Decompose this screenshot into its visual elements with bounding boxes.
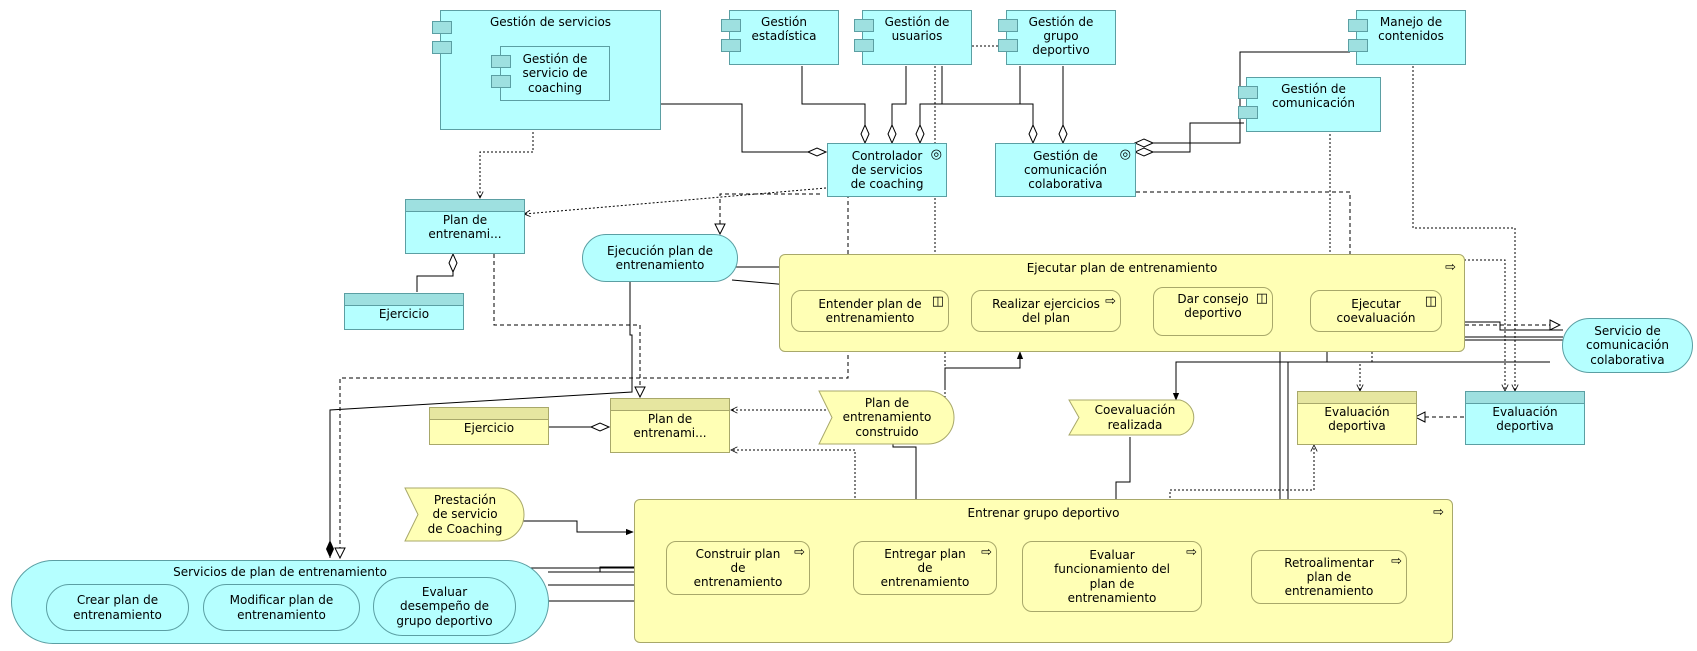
service-modificar-plan[interactable]: Modificar plan de entrenamiento (203, 584, 360, 631)
business-object-ejercicio[interactable]: Ejercicio (429, 407, 549, 445)
element-label: Entrenar grupo deportivo (967, 506, 1120, 520)
component-icon (1238, 106, 1258, 119)
object-header (430, 408, 548, 420)
element-label: Construir plan de entrenamiento (693, 546, 783, 590)
interaction-icon: ◫ (931, 294, 944, 309)
component-gestion-estadistica[interactable]: Gestión estadística (721, 10, 839, 65)
element-label: Ejercicio (378, 307, 430, 321)
interaction-icon: ◫ (1424, 294, 1437, 309)
element-label: Servicio de comunicación colaborativa (1585, 324, 1669, 367)
interface-icon: ◎ (1119, 147, 1131, 162)
element-label: Gestión de comunicación (1271, 82, 1355, 111)
element-label: Controlador de servicios de coaching (850, 148, 924, 192)
process-entregar-plan[interactable]: ⇨ Entregar plan de entrenamiento (853, 541, 997, 595)
component-gestion-comunicacion[interactable]: Gestión de comunicación (1238, 77, 1381, 132)
component-manejo-contenidos[interactable]: Manejo de contenidos (1348, 10, 1466, 65)
component-icon (998, 39, 1018, 52)
element-label: Gestión de grupo deportivo (1028, 15, 1094, 58)
process-arrow-icon: ⇨ (1105, 294, 1116, 309)
element-label: Gestión de servicios (489, 15, 612, 29)
element-label: Servicios de plan de entrenamiento (173, 565, 387, 579)
process-arrow-icon: ⇨ (1186, 545, 1197, 560)
process-arrow-icon: ⇨ (1391, 554, 1402, 569)
component-gestion-grupo-deportivo[interactable]: Gestión de grupo deportivo (998, 10, 1116, 65)
component-icon (491, 55, 511, 68)
business-object-plan-entrenamiento[interactable]: Plan de entrenami... (610, 398, 730, 453)
interface-gestion-comunicacion-colaborativa[interactable]: ◎ Gestión de comunicación colaborativa (995, 143, 1136, 197)
element-label: Ejecutar coevaluación (1336, 296, 1416, 325)
process-ejecutar-coevaluacion[interactable]: ◫ Ejecutar coevaluación (1310, 290, 1442, 332)
data-object-evaluacion-deportiva-app[interactable]: Evaluación deportiva (1465, 391, 1585, 445)
component-icon (432, 21, 452, 34)
process-arrow-icon: ⇨ (1445, 260, 1456, 275)
element-label: Evaluación deportiva (1324, 405, 1390, 434)
event-coevaluacion-realizada[interactable]: Coevaluación realizada (1076, 399, 1194, 436)
element-label: Evaluar desempeño de grupo deportivo (396, 585, 493, 628)
component-icon (1238, 86, 1258, 99)
component-icon (854, 39, 874, 52)
event-shape (818, 390, 955, 445)
element-label: Manejo de contenidos (1378, 15, 1444, 44)
element-label: Realizar ejercicios del plan (992, 296, 1100, 325)
service-crear-plan[interactable]: Crear plan de entrenamiento (46, 584, 189, 631)
component-icon (854, 19, 874, 32)
event-shape (404, 487, 525, 542)
service-comunicacion-colaborativa[interactable]: Servicio de comunicación colaborativa (1562, 318, 1693, 373)
element-label: Gestión de usuarios (884, 15, 950, 44)
process-construir-plan[interactable]: ⇨ Construir plan de entrenamiento (666, 541, 810, 595)
element-label: Prestación de servicio de Coaching (427, 493, 503, 536)
element-label: Crear plan de entrenamiento (73, 593, 162, 622)
element-label: Gestión estadística (751, 15, 817, 44)
process-arrow-icon: ⇨ (981, 545, 992, 560)
element-label: Retroalimentar plan de entrenamiento (1284, 555, 1374, 599)
service-evaluar-desempeno[interactable]: Evaluar desempeño de grupo deportivo (373, 577, 516, 636)
object-header (406, 200, 524, 212)
object-header (1298, 392, 1416, 404)
process-entender-plan[interactable]: ◫ Entender plan de entrenamiento (791, 290, 949, 332)
element-label: Entender plan de entrenamiento (818, 296, 922, 325)
element-label: Evaluación deportiva (1492, 405, 1558, 434)
element-label: Entregar plan de entrenamiento (880, 546, 970, 590)
interface-icon: ◎ (930, 147, 942, 162)
element-label: Ejecutar plan de entrenamiento (1026, 261, 1218, 275)
business-object-evaluacion-deportiva[interactable]: Evaluación deportiva (1297, 391, 1417, 445)
object-header (345, 294, 463, 306)
process-evaluar-funcionamiento[interactable]: ⇨ Evaluar funcionamiento del plan de ent… (1022, 541, 1202, 612)
object-header (1466, 392, 1584, 404)
data-object-plan-entrenamiento[interactable]: Plan de entrenami... (405, 199, 525, 254)
element-label: Gestión de servicio de coaching (522, 52, 588, 95)
event-prestacion-servicio-coaching[interactable]: Prestación de servicio de Coaching (414, 487, 516, 542)
element-label: Plan de entrenamiento construido (842, 396, 932, 439)
component-icon (491, 75, 511, 88)
process-dar-consejo[interactable]: ◫ Dar consejo deportivo (1153, 287, 1273, 336)
component-gestion-usuarios[interactable]: Gestión de usuarios (854, 10, 972, 65)
event-plan-entrenamiento-construido[interactable]: Plan de entrenamiento construido (828, 390, 946, 445)
element-label: Gestión de comunicación colaborativa (1023, 148, 1107, 192)
element-label: Ejercicio (463, 421, 515, 435)
component-icon (432, 41, 452, 54)
process-retroalimentar[interactable]: ⇨ Retroalimentar plan de entrenamiento (1251, 550, 1407, 604)
element-label: Coevaluación realizada (1094, 403, 1176, 432)
object-header (611, 399, 729, 411)
component-icon (721, 39, 741, 52)
element-label: Dar consejo deportivo (1177, 292, 1249, 321)
element-label: Ejecución plan de entrenamiento (607, 243, 713, 272)
component-icon (721, 19, 741, 32)
interaction-icon: ◫ (1255, 291, 1268, 306)
event-shape (1068, 399, 1195, 436)
element-label: Plan de entrenami... (633, 412, 707, 441)
process-arrow-icon: ⇨ (1433, 505, 1444, 520)
element-label: Evaluar funcionamiento del plan de entre… (1054, 548, 1170, 605)
component-icon (998, 19, 1018, 32)
component-icon (1348, 19, 1368, 32)
component-icon (1348, 39, 1368, 52)
data-object-ejercicio[interactable]: Ejercicio (344, 293, 464, 330)
element-label: Plan de entrenami... (428, 213, 502, 242)
service-ejecucion-plan-entrenamiento[interactable]: Ejecución plan de entrenamiento (582, 234, 738, 282)
element-label: Modificar plan de entrenamiento (229, 593, 334, 622)
component-gestion-servicio-coaching[interactable]: Gestión de servicio de coaching (491, 46, 610, 101)
process-realizar-ejercicios[interactable]: ⇨ Realizar ejercicios del plan (971, 290, 1121, 332)
interface-controlador-servicios-coaching[interactable]: ◎ Controlador de servicios de coaching (827, 143, 947, 197)
process-arrow-icon: ⇨ (794, 545, 805, 560)
